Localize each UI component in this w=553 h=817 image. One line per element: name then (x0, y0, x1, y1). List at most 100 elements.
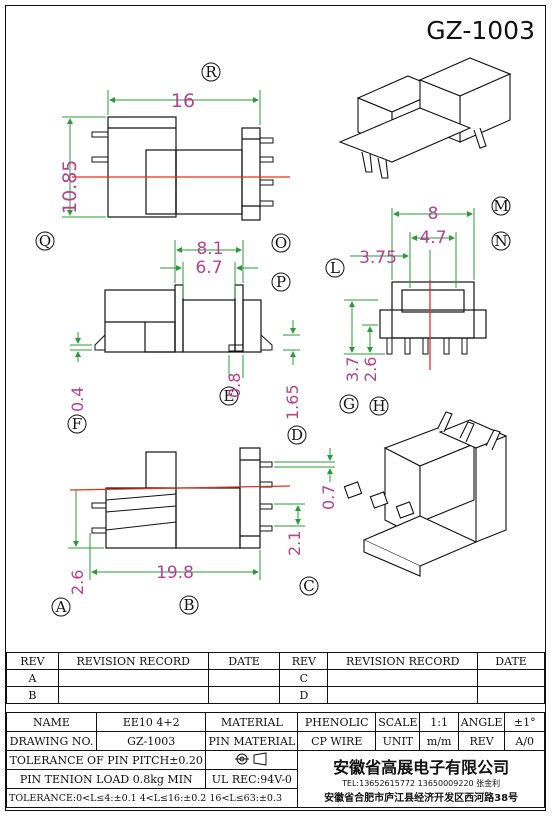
table-row: NAME EE10 4+2 MATERIAL PHENOLIC SCALE 1:… (6, 712, 545, 732)
company-tel: TEL:13652615772 13650009220 张金利 (342, 779, 501, 788)
projection-symbol (205, 750, 299, 770)
date-cell (477, 686, 545, 704)
unit-label: UNIT (375, 731, 421, 751)
dim-bot-len: 19.8 (156, 563, 194, 583)
view-label-h: H (372, 397, 385, 415)
view-label-o: O (275, 234, 287, 252)
rev-header: REV (279, 652, 329, 670)
view-label-b: B (183, 596, 194, 614)
angle-value: ±1° (504, 712, 545, 732)
view-label-a: A (55, 598, 67, 616)
end-view (379, 281, 487, 355)
rev-cell: A (6, 669, 59, 687)
table-row: PIN TENION LOAD 0.8kg MIN UL REC:94V-0 (5, 769, 545, 789)
revision-table: REV REVISION RECORD DATE REV REVISION RE… (6, 652, 545, 704)
view-label-m: M (493, 197, 508, 215)
view-label-q: Q (39, 232, 51, 250)
dim-top-width: 16 (171, 90, 195, 112)
date-cell (207, 686, 281, 704)
dim-bot-pitch: 2.1 (285, 531, 304, 556)
material-label: MATERIAL (205, 712, 299, 732)
iso-view-top (338, 57, 512, 179)
view-label-d: D (291, 426, 303, 444)
drawing-frame (5, 5, 546, 811)
drawing-no-value: GZ-1003 (95, 731, 207, 751)
dim-end-h2: 2.6 (361, 357, 380, 382)
view-label-l: L (330, 259, 340, 277)
date-cell (477, 669, 545, 687)
dim-mid-d2: 0.8 (225, 373, 244, 398)
general-tolerance: TOLERANCE:0<L≤4:±0.1 4<L≤16:±0.2 16<L≤63… (5, 788, 299, 808)
dim-mid-w1: 8.1 (196, 239, 223, 259)
rev-cell: B (6, 686, 59, 704)
side-dimensions (70, 240, 300, 378)
title-block: NAME EE10 4+2 MATERIAL PHENOLIC SCALE 1:… (5, 712, 545, 808)
dim-end-h1: 3.7 (343, 357, 362, 382)
end-dimensions (344, 208, 475, 355)
revision-cell (327, 669, 479, 687)
ul-rec: UL REC:94V-0 (205, 769, 299, 789)
dim-bot-h: 2.6 (68, 570, 87, 595)
table-row: B D (6, 686, 545, 704)
company-block: 安徽省高展电子有限公司 TEL:13652615772 13650009220 … (297, 750, 545, 808)
table-row: TOLERANCE:0<L≤4:±0.1 4<L≤16:±0.2 16<L≤63… (5, 788, 545, 808)
rev-value: A/0 (504, 731, 545, 751)
dim-mid-w2: 6.7 (195, 258, 222, 278)
revision-cell (57, 669, 209, 687)
side-view (94, 284, 273, 353)
dim-end-w2: 4.7 (419, 228, 446, 248)
top-view (91, 116, 274, 221)
view-label-n: N (494, 232, 507, 250)
dim-bot-pin: 0.7 (319, 485, 338, 510)
company-name: 安徽省高展电子有限公司 (333, 758, 510, 777)
revision-header-row: REV REVISION RECORD DATE REV REVISION RE… (6, 652, 545, 670)
pin-material-label: PIN MATERIAL (205, 731, 299, 751)
revision-record-header: REVISION RECORD (327, 652, 479, 670)
view-label-g: G (343, 395, 355, 413)
dim-top-height: 10.85 (59, 160, 81, 214)
pin-tension-load: PIN TENION LOAD 0.8kg MIN (5, 769, 207, 789)
view-label-f: F (72, 415, 82, 433)
unit-value: m/m (419, 731, 459, 751)
view-label-e: E (224, 387, 235, 405)
revision-record-header: REVISION RECORD (57, 652, 209, 670)
view-label-circles (35, 62, 511, 617)
drawing-no-label: DRAWING NO. (6, 731, 97, 751)
dim-end-w1: 8 (428, 204, 439, 224)
date-header: DATE (207, 652, 281, 670)
top-dimensions (62, 90, 261, 218)
view-label-r: R (205, 63, 217, 81)
rev-cell: D (279, 686, 329, 704)
dim-mid-d1: 0.4 (68, 387, 87, 412)
name-label: NAME (6, 712, 97, 732)
bottom-view (91, 447, 273, 549)
view-label-p: P (276, 273, 286, 291)
pin-material-value: CP WIRE (297, 731, 377, 751)
date-header: DATE (477, 652, 545, 670)
date-cell (207, 669, 281, 687)
scale-label: SCALE (375, 712, 421, 732)
name-value: EE10 4+2 (95, 712, 207, 732)
view-label-c: C (303, 577, 314, 595)
projection-icon (234, 751, 267, 766)
angle-label: ANGLE (457, 712, 506, 732)
dim-end-w3: 3.75 (359, 248, 397, 268)
scale-value: 1:1 (419, 712, 459, 732)
rev-header: REV (6, 652, 59, 670)
table-row: DRAWING NO. GZ-1003 PIN MATERIAL CP WIRE… (6, 731, 545, 751)
part-number-title: GZ-1003 (426, 16, 535, 45)
revision-cell (57, 686, 209, 704)
table-row: A C (6, 669, 545, 687)
bottom-dimensions (68, 448, 335, 580)
revision-cell (327, 686, 479, 704)
dim-mid-d3: 1.65 (283, 384, 302, 420)
rev-cell: C (279, 669, 329, 687)
pin-pitch-tolerance: TOLERANCE OF PIN PITCH±0.20 (5, 750, 207, 770)
company-address: 安徽省合肥市庐江县经济开发区西河路38号 (324, 793, 519, 804)
iso-view-bottom (343, 411, 508, 577)
table-row: TOLERANCE OF PIN PITCH±0.20 安徽省高展电子有限公司 … (5, 750, 545, 808)
material-value: PHENOLIC (297, 712, 377, 732)
rev-label: REV (457, 731, 506, 751)
